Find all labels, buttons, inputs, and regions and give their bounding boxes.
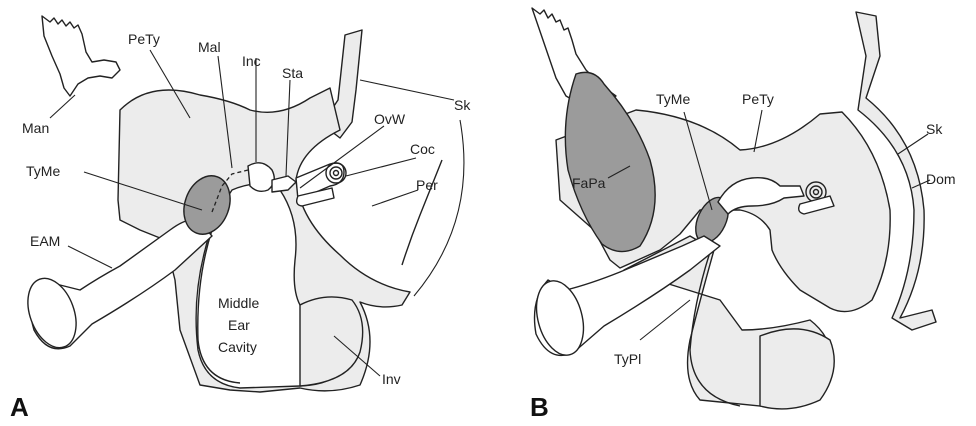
label-mal: Mal (198, 39, 221, 55)
panel-letter-a: A (10, 392, 29, 422)
label-fapa: FaPa (572, 175, 606, 191)
meatus-opening (19, 272, 85, 355)
invagination-lobe-b (760, 329, 834, 409)
panel-letter-b: B (530, 392, 549, 422)
label-sta: Sta (282, 65, 303, 81)
label-typl: TyPl (614, 351, 641, 367)
panel-b: TyMe PeTy Sk FaPa Dom TyPl B (529, 8, 956, 422)
leader-man (50, 95, 75, 118)
label-inc: Inc (242, 53, 261, 69)
label-cavity-1: Middle (218, 295, 259, 311)
petrosal-boundary-a (402, 160, 442, 265)
facial-palate (565, 72, 655, 251)
label-pety-b: PeTy (742, 91, 774, 107)
leader-typl (640, 300, 690, 340)
panel-a: Man PeTy Mal Inc Sta Sk OvW Coc TyMe Per… (10, 16, 471, 422)
leader-pety-b (754, 110, 762, 152)
label-tyme: TyMe (26, 163, 60, 179)
label-cavity-2: Ear (228, 317, 250, 333)
label-sk: Sk (454, 97, 471, 113)
label-sk-b: Sk (926, 121, 943, 137)
leader-eam (68, 246, 112, 268)
label-per: Per (416, 177, 438, 193)
label-tyme-b: TyMe (656, 91, 690, 107)
label-dom: Dom (926, 171, 956, 187)
label-coc: Coc (410, 141, 435, 157)
label-cavity-3: Cavity (218, 339, 257, 355)
label-eam: EAM (30, 233, 60, 249)
label-ovw: OvW (374, 111, 406, 127)
label-pety: PeTy (128, 31, 160, 47)
label-inv: Inv (382, 371, 401, 387)
label-man: Man (22, 120, 49, 136)
mandible-shape (42, 16, 120, 96)
leader-per (372, 190, 418, 206)
leader-sk (360, 80, 454, 100)
leader-coc (346, 158, 416, 176)
